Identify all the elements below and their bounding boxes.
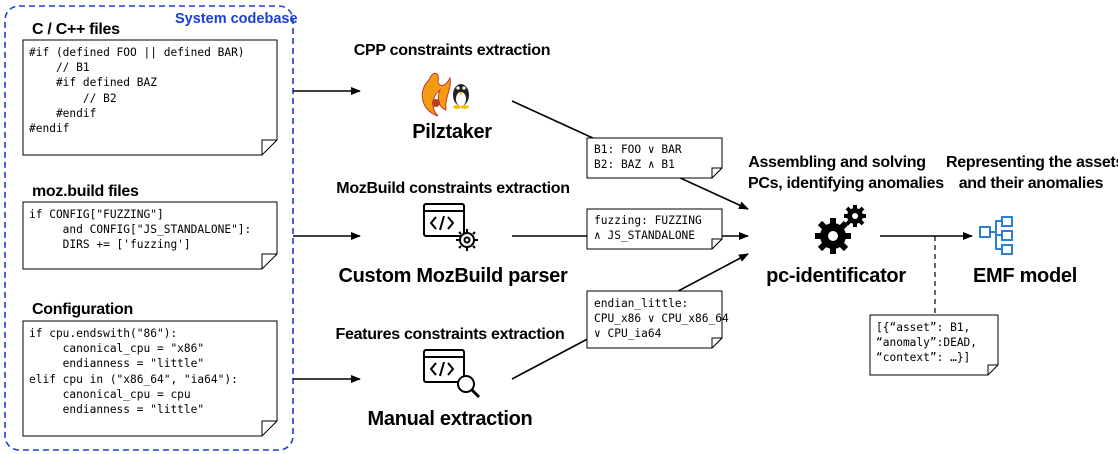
constraint-text-3: endian_little: CPU_x86 ∨ CPU_x86_64 ∨ CP… bbox=[594, 297, 729, 341]
config-code-doc bbox=[22, 320, 278, 437]
configuration-title: Configuration bbox=[32, 301, 133, 318]
mozbuild-parser-label: Custom MozBuild parser bbox=[338, 265, 568, 287]
solver-caption: Assembling and solving PCs, identifying … bbox=[748, 154, 944, 192]
cpp-code-block: #if (defined FOO || defined BAR) // B1 #… bbox=[23, 40, 277, 155]
mozbuild-code-doc bbox=[22, 201, 278, 270]
code-search-icon bbox=[423, 349, 481, 399]
hierarchy-icon bbox=[979, 216, 1013, 255]
mozbuild-files-title: moz.build files bbox=[32, 183, 139, 200]
pilztaker-logo-icon bbox=[421, 72, 469, 117]
cpp-code-doc bbox=[22, 39, 278, 156]
cpp-code-text: #if (defined FOO || defined BAR) // B1 #… bbox=[29, 46, 245, 136]
emf-model-label: EMF model bbox=[973, 265, 1077, 287]
constraint-text-2: fuzzing: FUZZING ∧ JS_STANDALONE bbox=[594, 214, 702, 243]
anomaly-doc bbox=[869, 314, 999, 376]
pilztaker-label: Pilztaker bbox=[412, 121, 492, 143]
mozbuild-code-text: if CONFIG["FUZZING"] and CONFIG["JS_STAN… bbox=[29, 208, 252, 252]
cpp-extraction-title: CPP constraints extraction bbox=[353, 42, 551, 59]
constraint-text-1: B1: FOO ∨ BAR B2: BAZ ∧ B1 bbox=[594, 143, 682, 172]
output-caption: Representing the assets and their anomal… bbox=[946, 154, 1118, 192]
system-codebase-container bbox=[4, 5, 294, 451]
gears-icon bbox=[815, 205, 866, 254]
pc-identificator-label: pc-identificator bbox=[766, 265, 906, 287]
config-code-block: if cpu.endswith("86"): canonical_cpu = "… bbox=[23, 321, 277, 436]
mozbuild-extraction-title: MozBuild constraints extraction bbox=[336, 180, 570, 197]
anomaly-note-text: [{“asset”: B1, “anomaly”:DEAD, “context”… bbox=[876, 321, 978, 365]
manual-extraction-label: Manual extraction bbox=[367, 408, 533, 430]
cpp-files-title: C / C++ files bbox=[32, 21, 120, 38]
mozbuild-code-block: if CONFIG["FUZZING"] and CONFIG["JS_STAN… bbox=[23, 202, 277, 269]
code-gear-icon bbox=[423, 203, 478, 251]
system-codebase-label: System codebase bbox=[175, 11, 298, 27]
config-code-text: if cpu.endswith("86"): canonical_cpu = "… bbox=[29, 327, 238, 417]
features-extraction-title: Features constraints extraction bbox=[335, 326, 565, 343]
